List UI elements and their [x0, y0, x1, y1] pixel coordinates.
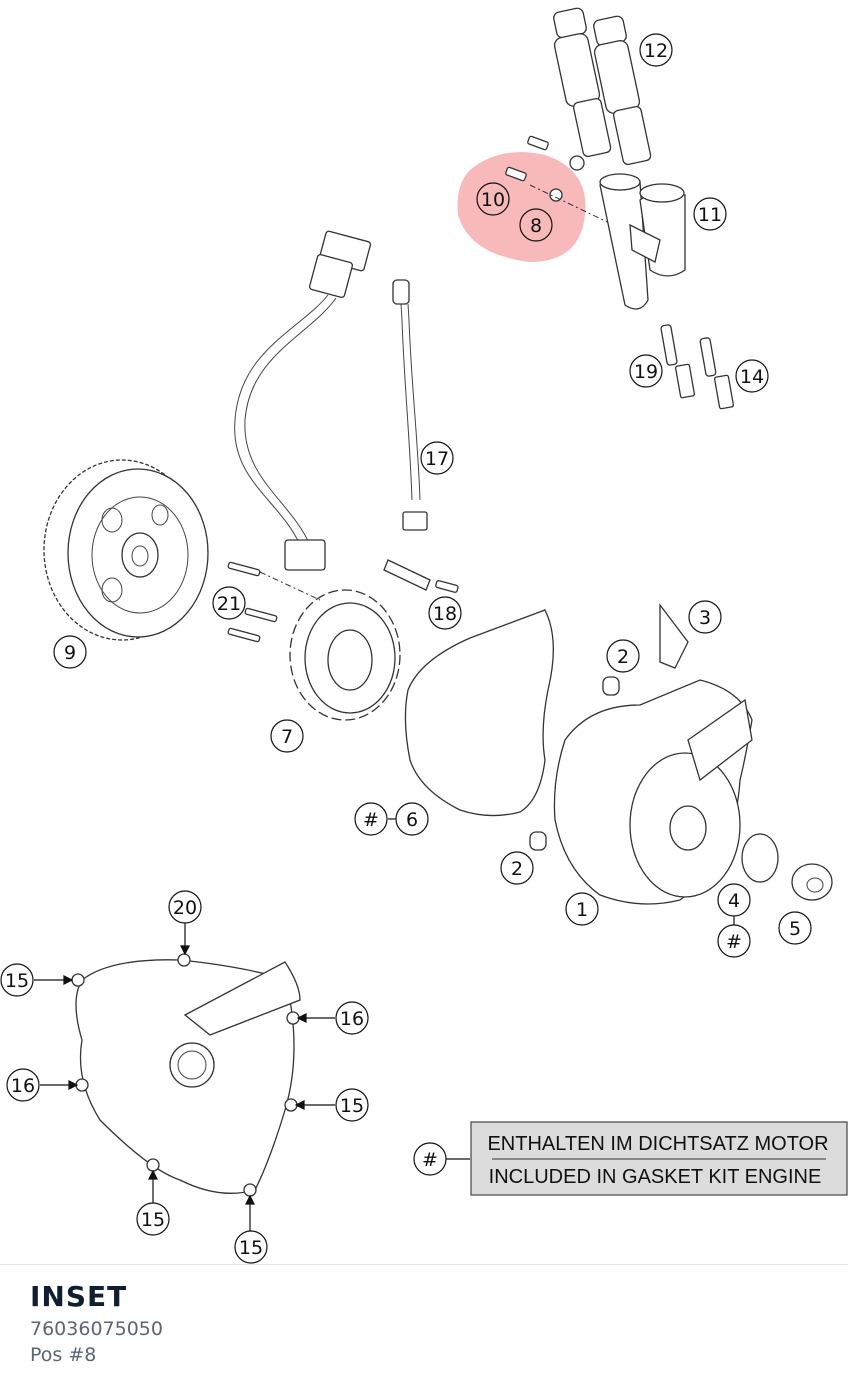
exploded-parts-diagram: 1 2 2 3 4 # 5 # 6 7 8 9 10 11 12 14 15 1… — [0, 7, 848, 1264]
stator — [227, 561, 401, 721]
coil-bracket — [599, 173, 686, 310]
callout-16[interactable]: 16 — [335, 1001, 369, 1035]
svg-text:15: 15 — [5, 970, 29, 992]
svg-text:#: # — [422, 1149, 438, 1171]
svg-text:3: 3 — [699, 607, 711, 629]
callout-19[interactable]: 19 — [629, 354, 663, 388]
inset-title: INSET — [30, 1280, 128, 1313]
selected-part-highlight — [457, 152, 586, 262]
svg-text:9: 9 — [64, 642, 76, 664]
svg-text:2: 2 — [511, 858, 523, 880]
callout-15[interactable]: 15 — [234, 1230, 268, 1264]
part-number: 76036075050 — [30, 1318, 163, 1340]
svg-text:6: 6 — [406, 809, 418, 831]
callout-15[interactable]: 15 — [0, 963, 34, 997]
svg-text:16: 16 — [340, 1008, 364, 1030]
callout-3[interactable]: 3 — [688, 600, 722, 634]
svg-text:19: 19 — [634, 361, 658, 383]
svg-text:18: 18 — [433, 603, 457, 625]
callout-4-gasket-kit[interactable]: # — [717, 924, 751, 958]
callout-10[interactable]: 10 — [476, 182, 510, 216]
pickup-sensor-cable — [383, 279, 459, 593]
callout-6-gasket-kit[interactable]: # — [354, 802, 388, 836]
position-label: Pos #8 — [30, 1344, 97, 1366]
callout-2[interactable]: 2 — [606, 639, 640, 673]
callout-11[interactable]: 11 — [693, 197, 727, 231]
callout-1[interactable]: 1 — [565, 892, 599, 926]
gasket-kit-legend: ENTHALTEN IM DICHTSATZ MOTOR INCLUDED IN… — [470, 1121, 848, 1196]
svg-text:12: 12 — [644, 40, 668, 62]
svg-text:8: 8 — [530, 215, 542, 237]
callout-9[interactable]: 9 — [53, 635, 87, 669]
svg-text:17: 17 — [425, 448, 449, 470]
ignition-cover — [529, 603, 833, 905]
callout-18[interactable]: 18 — [428, 596, 462, 630]
callout-6[interactable]: 6 — [395, 802, 429, 836]
part-info-footer: INSET 76036075050 Pos #8 — [30, 1278, 163, 1368]
inset-cover-view — [71, 953, 301, 1197]
svg-text:15: 15 — [239, 1237, 263, 1259]
svg-text:20: 20 — [173, 897, 197, 919]
callout-5[interactable]: 5 — [778, 911, 812, 945]
callout-15[interactable]: 15 — [335, 1088, 369, 1122]
screws-and-nuts — [505, 135, 646, 241]
callout-7[interactable]: 7 — [270, 719, 304, 753]
svg-text:21: 21 — [217, 593, 241, 615]
svg-text:16: 16 — [11, 1075, 35, 1097]
callouts: 1 2 2 3 4 # 5 # 6 7 8 9 10 11 12 14 15 1… — [0, 33, 812, 1264]
callout-14[interactable]: 14 — [735, 359, 769, 393]
cover-gasket — [404, 609, 554, 817]
svg-text:10: 10 — [481, 189, 505, 211]
callout-leaders — [34, 818, 735, 1231]
svg-text:#: # — [363, 809, 379, 831]
callout-2[interactable]: 2 — [500, 851, 534, 885]
svg-text:11: 11 — [698, 204, 722, 226]
callout-15[interactable]: 15 — [136, 1202, 170, 1236]
stator-wiring — [234, 230, 372, 571]
flywheel-rotor — [43, 459, 209, 641]
callout-20[interactable]: 20 — [168, 890, 202, 924]
legend-line-german: ENTHALTEN IM DICHTSATZ MOTOR — [487, 1133, 828, 1155]
svg-text:#: # — [726, 931, 742, 953]
spark-plugs — [660, 324, 735, 410]
callout-4[interactable]: 4 — [717, 883, 751, 917]
callout-12[interactable]: 12 — [639, 33, 673, 67]
svg-text:15: 15 — [340, 1095, 364, 1117]
svg-text:2: 2 — [617, 646, 629, 668]
svg-text:14: 14 — [740, 366, 764, 388]
callout-8[interactable]: 8 — [519, 208, 553, 242]
svg-text:4: 4 — [728, 890, 740, 912]
svg-text:5: 5 — [789, 918, 801, 940]
callout-21[interactable]: 21 — [212, 586, 246, 620]
svg-text:1: 1 — [576, 899, 588, 921]
svg-text:7: 7 — [281, 726, 293, 748]
legend-line-english: INCLUDED IN GASKET KIT ENGINE — [489, 1166, 822, 1188]
callout-16[interactable]: 16 — [6, 1068, 40, 1102]
ignition-coils — [553, 7, 652, 166]
svg-text:15: 15 — [141, 1209, 165, 1231]
callout-17[interactable]: 17 — [420, 441, 454, 475]
legend-hash-callout: # — [413, 1142, 447, 1176]
footer-divider — [0, 1264, 848, 1265]
